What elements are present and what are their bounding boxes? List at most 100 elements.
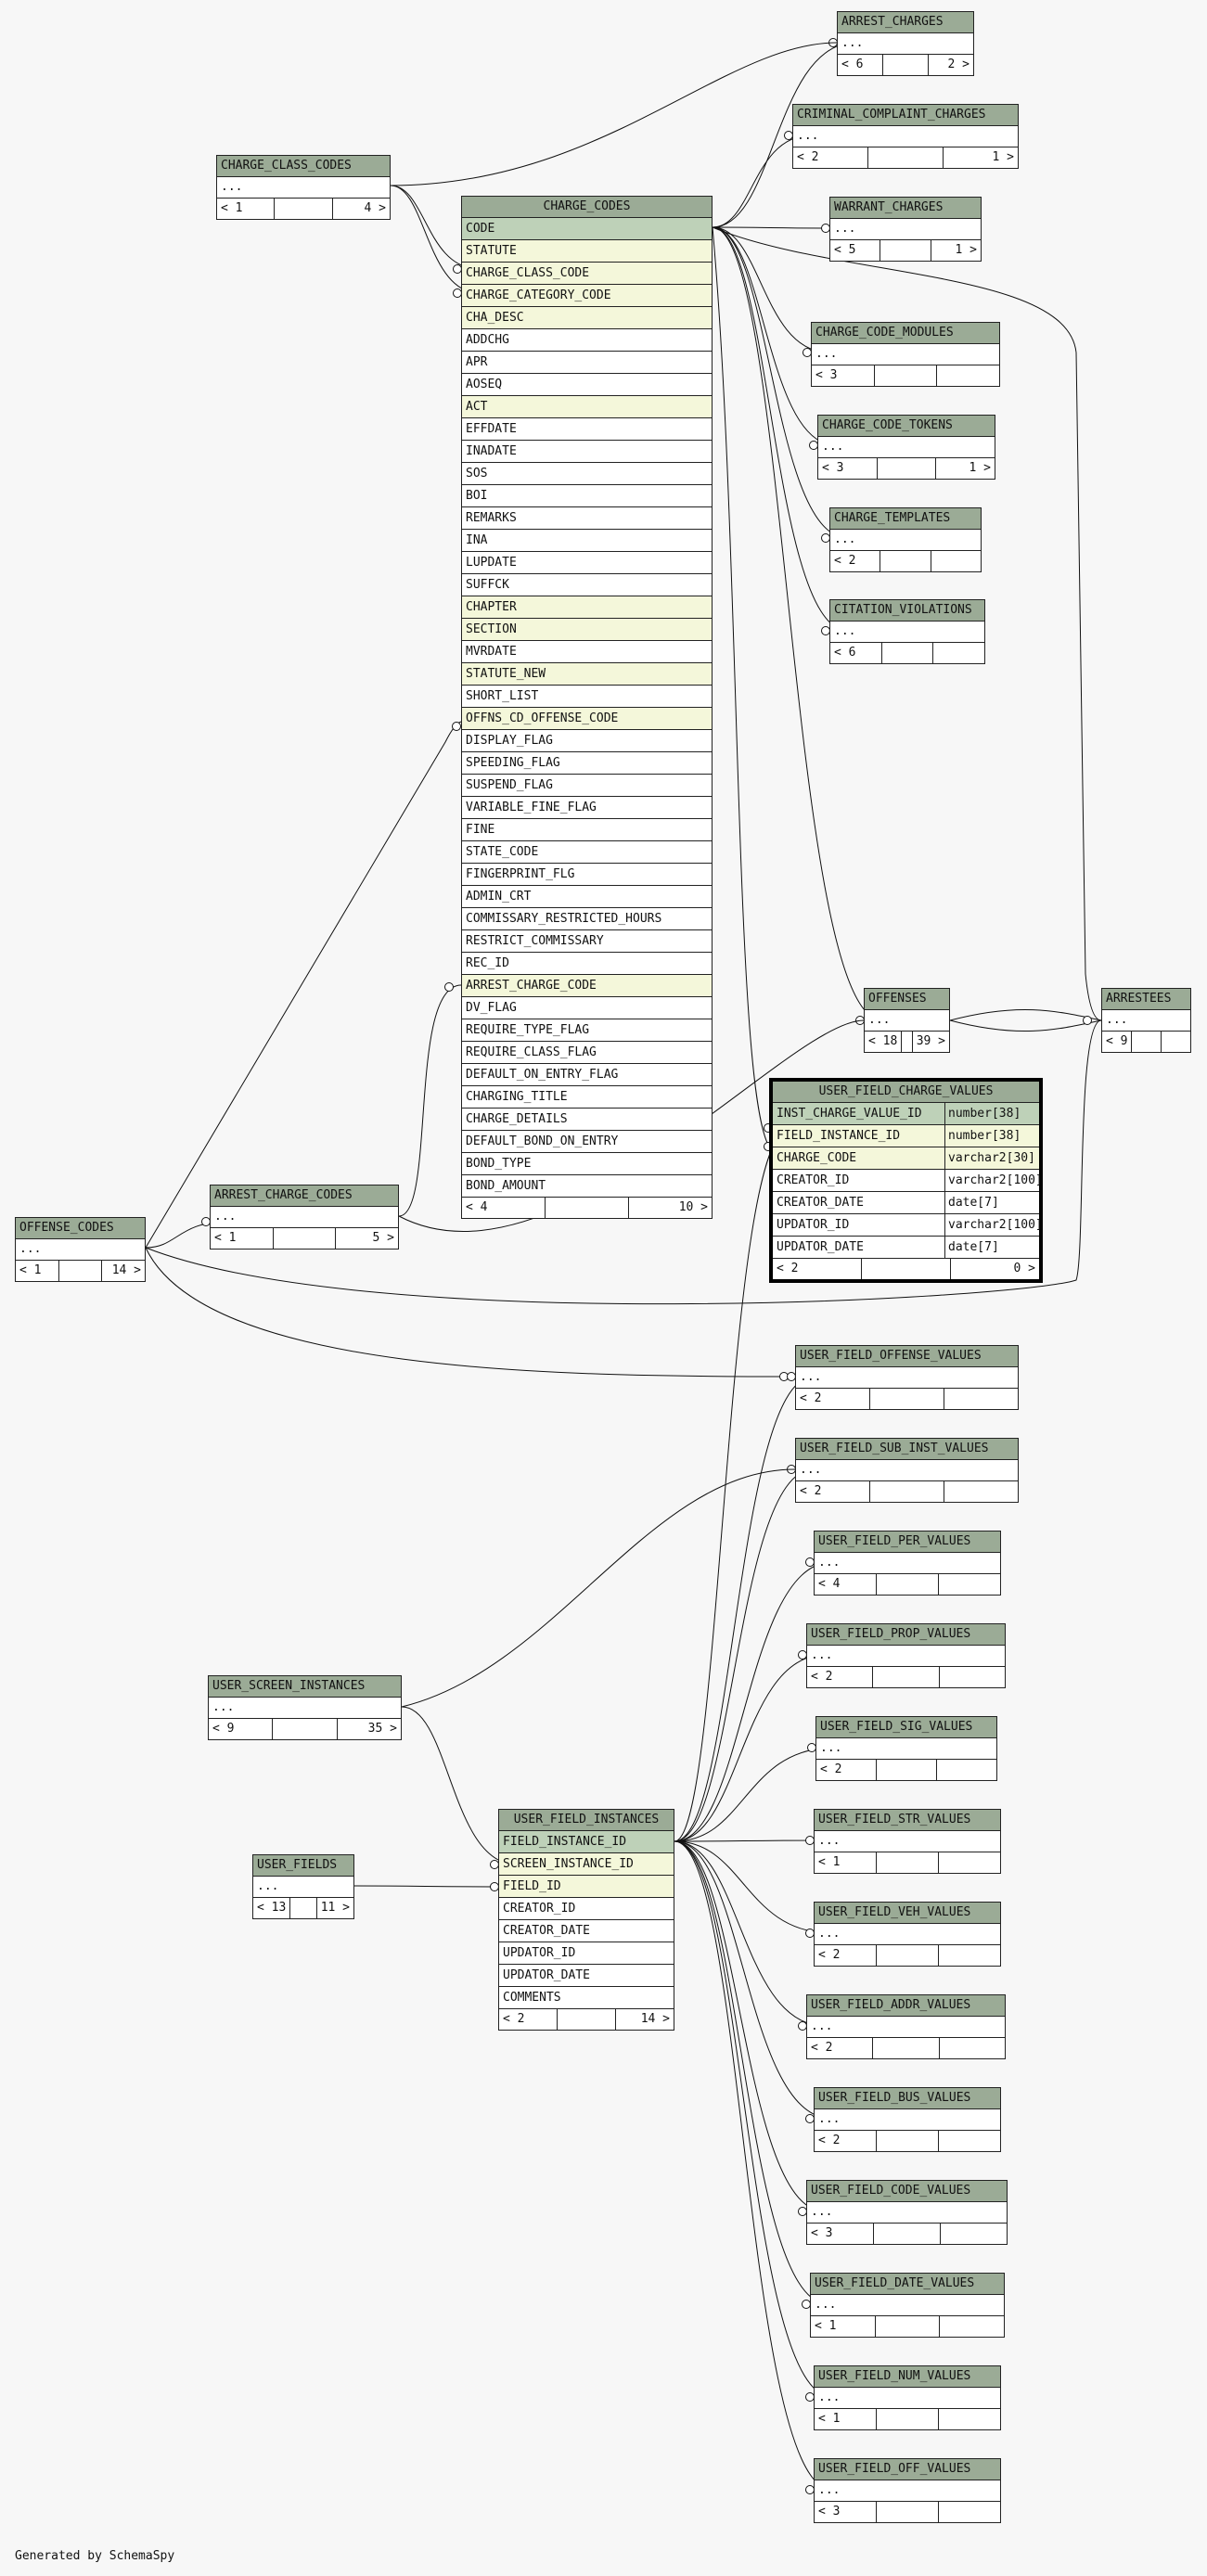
column-row[interactable]: MVRDATE [462,641,712,663]
children-count: 4 > [364,201,386,215]
table-user-field-sub-inst-values[interactable]: USER_FIELD_SUB_INST_VALUES...< 2 [795,1438,1019,1503]
table-user-field-bus-values[interactable]: USER_FIELD_BUS_VALUES...< 2 [814,2087,1001,2152]
column-row[interactable]: COMMENTS [499,1987,674,2009]
column-row[interactable]: FINGERPRINT_FLG [462,864,712,886]
column-name: SUSPEND_FLAG [466,778,553,792]
table-user-field-code-values[interactable]: USER_FIELD_CODE_VALUES...< 3 [806,2180,1008,2245]
column-row[interactable]: CODE [462,218,712,240]
column-row[interactable]: RESTRICT_COMMISSARY [462,930,712,953]
table-user-field-str-values[interactable]: USER_FIELD_STR_VALUES...< 1 [814,1809,1001,1874]
column-row[interactable]: ARREST_CHARGE_CODE [462,975,712,997]
table-user-field-off-values[interactable]: USER_FIELD_OFF_VALUES...< 3 [814,2458,1001,2523]
footer-spacer [902,1032,913,1052]
column-row[interactable]: DISPLAY_FLAG [462,730,712,752]
column-name: SOS [466,467,488,481]
column-row[interactable]: DEFAULT_BOND_ON_ENTRY [462,1131,712,1153]
column-row[interactable]: LUPDATE [462,552,712,574]
column-row[interactable]: CHARGE_CATEGORY_CODE [462,285,712,307]
column-type: number[38] [944,1125,1021,1147]
column-row[interactable]: REC_ID [462,953,712,975]
column-row[interactable]: CHARGE_DETAILS [462,1109,712,1131]
column-row[interactable]: REQUIRE_TYPE_FLAG [462,1019,712,1042]
edge-field-instance-child-10 [674,1840,829,2305]
column-row[interactable]: BOI [462,485,712,507]
column-row[interactable]: CREATOR_ID [499,1898,674,1920]
column-row[interactable]: DV_FLAG [462,997,712,1019]
column-row[interactable]: SUSPEND_FLAG [462,775,712,797]
column-row[interactable]: FIELD_ID [499,1876,674,1898]
column-row[interactable]: SECTION [462,619,712,641]
column-row[interactable]: OFFNS_CD_OFFENSE_CODE [462,708,712,730]
table-title: CITATION_VIOLATIONS [830,600,984,622]
table-user-field-prop-values[interactable]: USER_FIELD_PROP_VALUES...< 2 [806,1623,1006,1688]
column-row[interactable]: SUFFCK [462,574,712,596]
table-user-field-per-values[interactable]: USER_FIELD_PER_VALUES...< 4 [814,1531,1001,1596]
parents-count: < 9 [209,1719,274,1739]
column-row[interactable]: ADDCHG [462,329,712,352]
table-charge-code-modules[interactable]: CHARGE_CODE_MODULES...< 3 [811,322,1000,387]
column-row[interactable]: REQUIRE_CLASS_FLAG [462,1042,712,1064]
column-row[interactable]: REMARKS [462,507,712,530]
column-row[interactable]: CHARGE_CLASS_CODE [462,263,712,285]
column-row[interactable]: SHORT_LIST [462,686,712,708]
column-row[interactable]: STATUTE_NEW [462,663,712,686]
column-row[interactable]: STATE_CODE [462,841,712,864]
column-row[interactable]: COMMISSARY_RESTRICTED_HOURS [462,908,712,930]
column-row[interactable]: UPDATOR_DATE [499,1965,674,1987]
column-row[interactable]: CREATOR_DATE [499,1920,674,1942]
column-row[interactable]: ACT [462,396,712,418]
table-title: USER_FIELD_PROP_VALUES [807,1624,1005,1646]
column-row[interactable]: INADATE [462,441,712,463]
table-charge-templates[interactable]: CHARGE_TEMPLATES...< 2 [829,507,982,572]
column-row[interactable]: SCREEN_INSTANCE_ID [499,1853,674,1876]
table-user-field-offense-values[interactable]: USER_FIELD_OFFENSE_VALUES...< 2 [795,1345,1019,1410]
table-arrestees[interactable]: ARRESTEES...< 9 [1101,988,1191,1053]
column-row[interactable]: FINE [462,819,712,841]
column-row[interactable]: AOSEQ [462,374,712,396]
table-user-field-num-values[interactable]: USER_FIELD_NUM_VALUES...< 1 [814,2365,1001,2430]
column-row[interactable]: CHARGING_TITLE [462,1086,712,1109]
column-row[interactable]: BOND_AMOUNT [462,1175,712,1198]
table-user-field-veh-values[interactable]: USER_FIELD_VEH_VALUES...< 2 [814,1902,1001,1967]
column-row[interactable]: CHAPTER [462,596,712,619]
column-row[interactable]: SOS [462,463,712,485]
column-row[interactable]: VARIABLE_FINE_FLAG [462,797,712,819]
column-row[interactable]: CHA_DESC [462,307,712,329]
table-citation-violations[interactable]: CITATION_VIOLATIONS...< 6 [829,599,985,664]
table-user-field-date-values[interactable]: USER_FIELD_DATE_VALUES...< 1 [810,2273,1005,2338]
column-row[interactable]: SPEEDING_FLAG [462,752,712,775]
table-user-field-addr-values[interactable]: USER_FIELD_ADDR_VALUES...< 2 [806,1994,1006,2059]
column-row[interactable]: FIELD_INSTANCE_ID [499,1831,674,1853]
column-row[interactable]: STATUTE [462,240,712,263]
column-row[interactable]: UPDATOR_ID [499,1942,674,1965]
column-row[interactable]: ADMIN_CRT [462,886,712,908]
column-row[interactable]: EFFDATE [462,418,712,441]
column-row[interactable]: DEFAULT_ON_ENTRY_FLAG [462,1064,712,1086]
column-row[interactable]: APR [462,352,712,374]
table-title: USER_FIELD_BUS_VALUES [815,2088,1000,2109]
column-row[interactable]: BOND_TYPE [462,1153,712,1175]
column-row[interactable]: INA [462,530,712,552]
table-user-field-sig-values[interactable]: USER_FIELD_SIG_VALUES...< 2 [815,1716,997,1781]
